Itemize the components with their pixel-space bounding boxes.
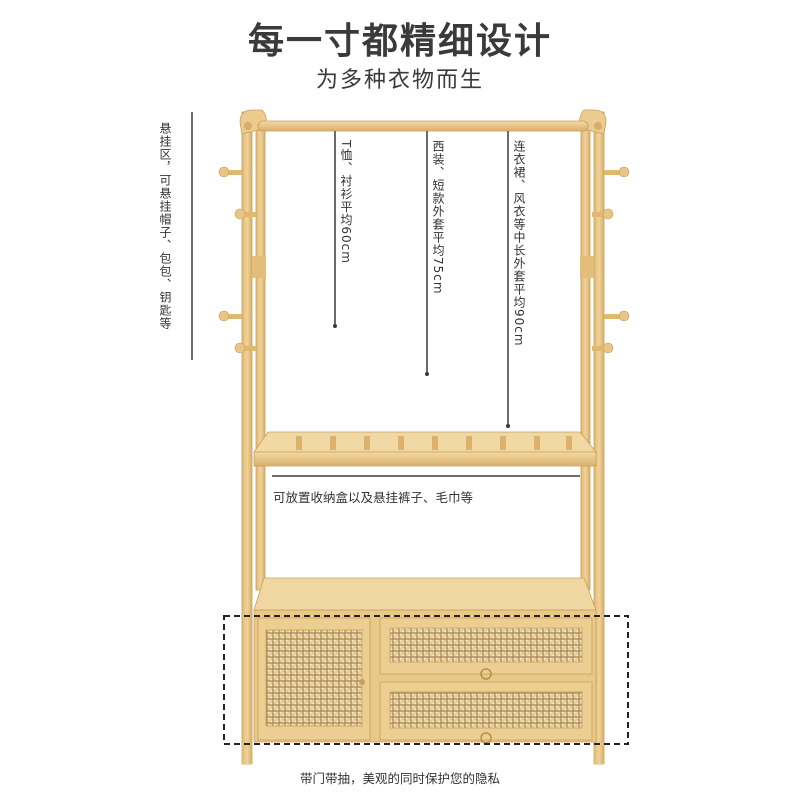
length-marker-90 [506, 131, 510, 428]
door-knob-icon[interactable] [359, 679, 365, 685]
page-title: 每一寸都精细设计 [247, 21, 552, 62]
dress-length-label: 连衣裙、风衣等中长外套平均90cm [512, 140, 526, 347]
frame [239, 109, 607, 765]
hooks-right [592, 166, 630, 354]
page-subtitle: 为多种衣物而生 [315, 68, 484, 93]
cabinet-highlight-box [223, 615, 629, 745]
hanging-area-label: 悬挂区，可悬挂帽子、包包、钥匙等 [158, 122, 172, 330]
slatted-shelf [253, 431, 597, 467]
length-marker-75 [425, 131, 429, 376]
suit-length-label: 西装、短款外套平均75cm [431, 140, 445, 295]
drawer-ring-pull-icon[interactable] [480, 668, 492, 680]
cabinet-caption: 带门带抽，美观的同时保护您的隐私 [299, 771, 500, 786]
hooks-left [218, 166, 256, 354]
cabinet [242, 577, 604, 764]
shelf-label: 可放置收纳盒以及悬挂裤子、毛巾等 [273, 490, 474, 505]
tshirt-length-label: T恤、衬衫平均60cm [339, 140, 353, 264]
length-marker-60 [333, 131, 337, 328]
